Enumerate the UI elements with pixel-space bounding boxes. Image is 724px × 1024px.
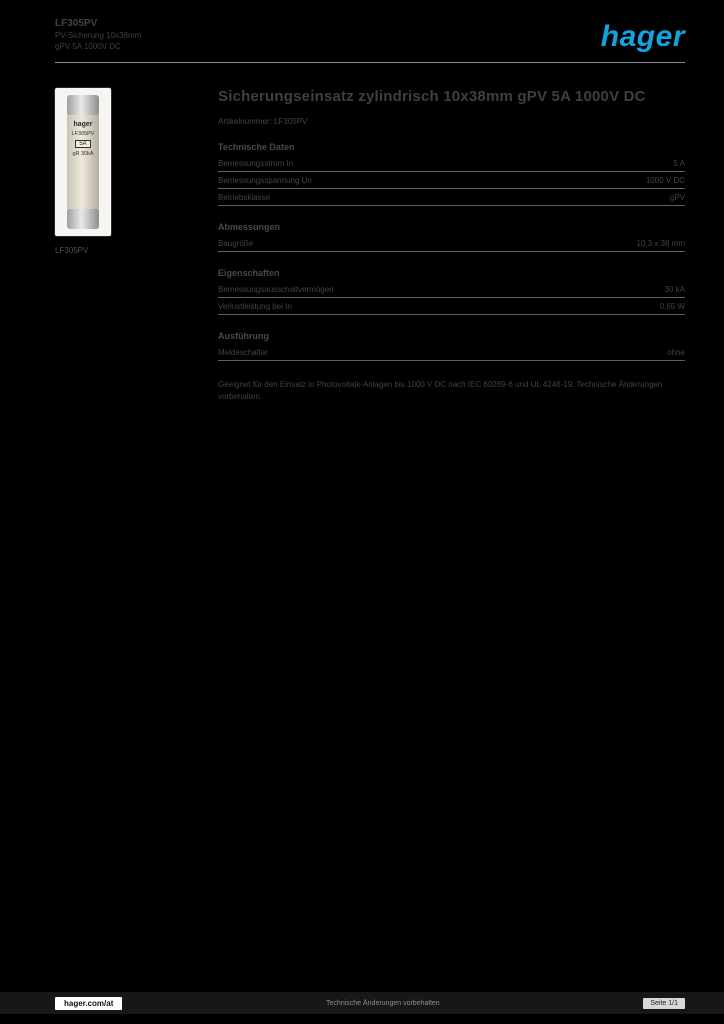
content-area: hager LF305PV 5A gR 30kA LF305PV Sicheru… [55,88,685,404]
spec-row: Meldeschalter ohne [218,344,685,361]
section-technische-daten: Technische Daten Bemessungsstrom In 5 A … [218,142,685,206]
page-subtitle: Artikelnummer: LF305PV [218,117,308,126]
section-ausfuehrung: Ausführung Meldeschalter ohne [218,331,685,361]
section-eigenschaften: Eigenschaften Bemessungsausschaltvermöge… [218,268,685,315]
product-desc-line-2: gPV 5A 1000V DC [55,42,121,51]
spec-value: 1000 V DC [645,176,685,185]
spec-value: 30 kA [664,285,685,294]
hager-site-link[interactable]: hager.com/at [55,996,123,1010]
spec-value: 0,65 W [659,302,685,311]
spec-value: gPV [669,193,685,202]
spec-label: Bemessungsstrom In [218,159,294,168]
product-photo: hager LF305PV 5A gR 30kA [55,88,111,236]
fuse-metal-cap-top [67,95,99,115]
hager-logo: hager [600,20,685,53]
header-product-info: LF305PV PV-Sicherung 10x38mm gPV 5A 1000… [55,18,141,51]
page-footer: hager.com/at Technische Änderungen vorbe… [0,992,724,1014]
spec-label: Betriebsklasse [218,193,271,202]
spec-label: Verlustleistung bei In [218,302,292,311]
spec-row: Verlustleistung bei In 0,65 W [218,298,685,315]
fuse-brand-label: hager [73,121,93,128]
fuse-metal-cap-bottom [67,209,99,229]
photo-caption: LF305PV [55,246,89,255]
spec-row: Bemessungsstrom In 5 A [218,155,685,172]
page-title: Sicherungseinsatz zylindrisch 10x38mm gP… [218,88,646,105]
product-image-column: hager LF305PV 5A gR 30kA LF305PV [55,88,218,404]
spec-row: Bemessungsausschaltvermögen 30 kA [218,281,685,298]
section-heading: Ausführung [218,331,269,341]
page-number-badge: Seite 1/1 [643,997,685,1009]
spec-column: Sicherungseinsatz zylindrisch 10x38mm gP… [218,88,685,404]
section-heading: Technische Daten [218,142,295,152]
fuse-ref-label: LF305PV [71,131,95,137]
header-divider [55,62,685,63]
page-header: LF305PV PV-Sicherung 10x38mm gPV 5A 1000… [55,18,685,52]
footer-center-text: Technische Änderungen vorbehalten [326,999,440,1007]
spec-label: Bemessungsspannung Un [218,176,312,185]
product-ref: LF305PV [55,18,98,29]
spec-label: Bemessungsausschaltvermögen [218,285,334,294]
spec-row: Betriebsklasse gPV [218,189,685,206]
fuse-amp-label: 5A [75,140,91,148]
spec-value: 10,3 x 38 mm [636,239,685,248]
spec-value: ohne [667,348,685,357]
section-abmessungen: Abmessungen Baugröße 10,3 x 38 mm [218,222,685,252]
section-heading: Abmessungen [218,222,281,232]
section-heading: Eigenschaften [218,268,280,278]
spec-row: Bemessungsspannung Un 1000 V DC [218,172,685,189]
fuse-rating-label: gR 30kA [72,151,94,157]
fuse-illustration: hager LF305PV 5A gR 30kA [67,95,99,229]
note-paragraph: Geeignet für den Einsatz in Photovoltaik… [218,380,663,402]
spec-label: Meldeschalter [218,348,268,357]
spec-value: 5 A [673,159,685,168]
product-desc-line-1: PV-Sicherung 10x38mm [55,31,142,40]
fuse-ceramic-body: hager LF305PV 5A gR 30kA [67,115,99,209]
spec-label: Baugröße [218,239,254,248]
spec-row: Baugröße 10,3 x 38 mm [218,235,685,252]
